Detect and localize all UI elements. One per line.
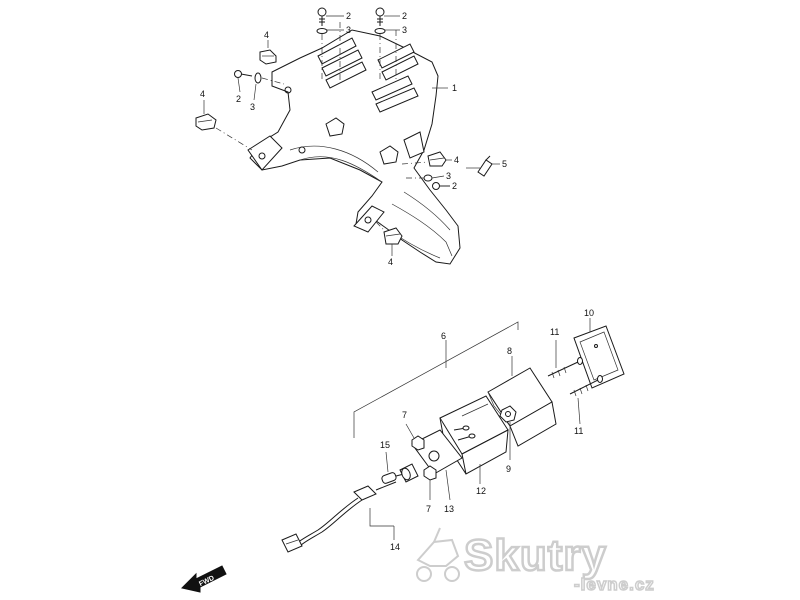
lens-cover xyxy=(573,325,625,389)
bracket-group-6 xyxy=(353,321,519,438)
callout-5: 5 xyxy=(502,159,507,169)
clip-nut-bottom xyxy=(383,227,403,245)
scooter-icon xyxy=(416,527,460,582)
callout-10: 10 xyxy=(584,308,594,318)
watermark-brand: Skutry xyxy=(464,531,607,580)
fwd-arrow-icon: FWD xyxy=(181,565,227,593)
callout-11-lower: 11 xyxy=(574,426,583,436)
callout-3-side-left: 3 xyxy=(250,102,255,112)
callout-3-top-right: 3 xyxy=(402,25,407,35)
callout-1: 1 xyxy=(452,83,457,93)
callout-9: 9 xyxy=(506,464,511,474)
bracket-group-14 xyxy=(369,508,394,527)
screw-top-right xyxy=(375,7,385,26)
clip-nut-right xyxy=(427,151,447,167)
callout-4-upper: 4 xyxy=(264,30,269,40)
callout-3-right-lower: 3 xyxy=(446,171,451,181)
clip-nut-left xyxy=(195,113,217,131)
callout-3-top-left: 3 xyxy=(346,25,351,35)
nut-7-lower xyxy=(423,465,437,481)
screw-top-left xyxy=(317,7,327,26)
bulb xyxy=(381,472,405,484)
callout-11-upper: 11 xyxy=(550,327,559,337)
callout-4-right: 4 xyxy=(454,155,459,165)
washer-side-left xyxy=(254,72,262,84)
callout-2-top-right: 2 xyxy=(402,11,407,21)
bulb-socket xyxy=(399,463,419,483)
screw-lens-lower xyxy=(569,375,603,397)
screw-side-left xyxy=(234,70,253,78)
nut-7-upper xyxy=(411,435,425,451)
callout-15: 15 xyxy=(380,440,390,450)
wire-harness xyxy=(281,481,397,553)
callout-8: 8 xyxy=(507,346,512,356)
washer-top-left xyxy=(316,28,328,34)
bolt-pin xyxy=(477,155,493,177)
callout-14: 14 xyxy=(390,542,400,552)
callout-7-lower: 7 xyxy=(426,504,431,514)
washer-right-lower xyxy=(423,174,433,182)
callout-2-right-lower: 2 xyxy=(452,181,457,191)
watermark-domain: -levne.cz xyxy=(574,575,655,594)
callout-2-side-left: 2 xyxy=(236,94,241,104)
nut-9 xyxy=(499,405,517,423)
callout-2-top-left: 2 xyxy=(346,11,351,21)
callout-4-left: 4 xyxy=(200,89,205,99)
watermark: Skutry -levne.cz xyxy=(416,527,655,595)
washer-top-right xyxy=(374,28,386,34)
callout-6: 6 xyxy=(441,331,446,341)
callout-4-bottom: 4 xyxy=(388,257,393,267)
screw-lens-upper xyxy=(547,357,583,379)
rear-fender-assembly xyxy=(247,29,461,265)
clip-nut-upper xyxy=(259,49,277,65)
callout-13: 13 xyxy=(444,504,454,514)
callout-12: 12 xyxy=(476,486,486,496)
callout-7-upper: 7 xyxy=(402,410,407,420)
